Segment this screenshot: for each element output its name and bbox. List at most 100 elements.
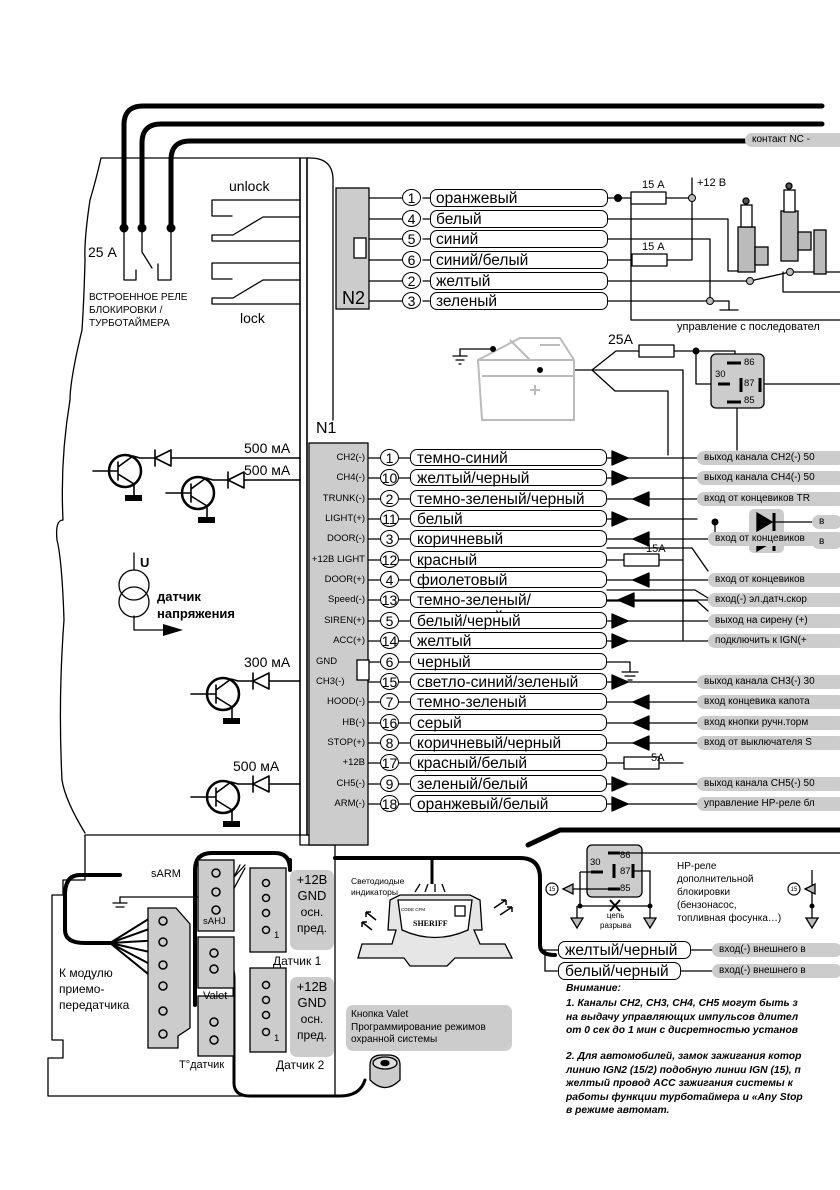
n1-diagonal-leads: [606, 547, 709, 612]
n1-signal-label: TRUNK(-): [322, 493, 365, 504]
n2-fuse1-label: 15 А: [642, 179, 665, 191]
sensor1-pin: GND: [297, 888, 327, 903]
n1-destination-label: вход от концевиков: [708, 573, 840, 587]
output-arrow-icon: [611, 776, 629, 792]
n1-pin: 15: [380, 673, 399, 690]
n1-pin: 8: [380, 734, 399, 751]
n1-signal-label: STOP(+): [327, 737, 365, 748]
break-circuit-label-line: разрыва: [600, 921, 632, 930]
note-2-line: работы функции турботаймера и «Any Stop: [566, 1091, 803, 1103]
sensor1-pin: пред.: [297, 921, 327, 935]
builtin-relay-title-line: БЛОКИРОВКИ /: [89, 305, 163, 316]
input-arrow-icon: [632, 572, 650, 588]
n2-wire-color: оранжевый: [430, 189, 608, 207]
n1-pin: 3: [380, 530, 399, 547]
n1-pin: 17: [380, 754, 399, 771]
n1-wire-color: темно-синий: [410, 449, 607, 467]
valet-button-note-line: Программирование режимов: [351, 1021, 486, 1033]
n1-signal-label: CH3(-): [316, 676, 345, 687]
hp-relay-description-line: (бензонасос,: [677, 900, 737, 911]
n1-wire-color: черный: [410, 653, 607, 671]
n1-signal-label: SIREN(+): [324, 615, 365, 626]
diode-icon: [154, 449, 172, 467]
note-1-line: на выдачу управляющих импульсов длител: [566, 1011, 799, 1023]
n2-wire-color: зеленый: [430, 292, 608, 310]
unit-outline: [55, 157, 311, 834]
note-1-line: от 0 сек до 1 мин с дисретностью установ: [566, 1025, 798, 1036]
sensor2-pin: +12В: [296, 979, 328, 994]
sensor2-pin: осн.: [300, 1012, 324, 1026]
n1-signal-label: DOOR(-): [327, 533, 365, 544]
valet-button-note: Кнопка Valet Программирование режимов ох…: [346, 1005, 512, 1051]
n1-pin: 9: [380, 775, 399, 792]
ext-wire-2-dest: вход(-) внешнего в: [712, 964, 840, 978]
n2-pin: 1: [402, 189, 421, 206]
diode-icon: [227, 471, 245, 489]
note-1-line: 1. Каналы CH2, CH3, CH4, CH5 могут быть …: [566, 998, 798, 1009]
input-arrow-icon: [632, 715, 650, 731]
break-circuit-label-line: цепь: [606, 911, 625, 920]
n1-signal-label: CH4(-): [336, 472, 366, 483]
builtin-relay-title: ВСТРОЕННОЕ РЕЛЕ БЛОКИРОВКИ / ТУРБОТАЙМЕР…: [89, 291, 187, 330]
n1-pin: 16: [380, 714, 399, 731]
n1-pin: 5: [380, 612, 399, 629]
n1-pin: 7: [380, 693, 399, 710]
output-arrow-icon: [611, 450, 629, 466]
lock-label: lock: [240, 310, 265, 326]
n1-wire-color: белый/черный: [410, 612, 607, 630]
n1-wire-color: желтый: [410, 632, 607, 650]
n1-wire-color: зеленый/белый: [410, 775, 607, 793]
valet-connector-label: Valet: [203, 990, 228, 1002]
n2-wire-color: белый: [430, 210, 608, 228]
n1-destination-label: вход(-) эл.датч.скор: [708, 593, 840, 607]
n1-signal-label: GND: [316, 656, 338, 667]
relay-pin-30: 30: [715, 369, 726, 380]
n1-destination-label: вход от концевиков TR: [697, 492, 840, 506]
sensor1-pin: +12В: [296, 872, 328, 887]
ground-icon: [606, 661, 639, 681]
note-2: 2. Для автомобилей, замок зажигания кото…: [566, 1050, 803, 1118]
transistor-current-3: 300 мА: [244, 654, 291, 670]
sensor2-pin1-mark: 1: [274, 1033, 280, 1044]
n2-wire-color: синий/белый: [430, 251, 608, 269]
led-indicators-label-line: Светодиодые: [351, 876, 405, 886]
output-arrow-icon: [611, 633, 629, 649]
n1-destination-label: выход на сирену (+): [708, 614, 840, 628]
n2-pin: 4: [402, 210, 421, 227]
hp-relay-description-line: дополнительной: [677, 874, 754, 885]
light-fuse-label: 15А: [646, 543, 666, 555]
note-2-line: желтый провод ACC зажигания системы к: [566, 1078, 793, 1089]
n1-wire-color: фиолетовый: [410, 571, 607, 589]
input-arrow-icon: [632, 531, 650, 547]
hp-relay-pin-87: 87: [620, 866, 631, 877]
contact-nc-pill: контакт NC -: [745, 133, 840, 147]
valet-button-note-line: Кнопка Valet: [351, 1009, 409, 1020]
relay-pin-86: 86: [744, 357, 755, 368]
n2-pin: 2: [402, 272, 421, 289]
output-arrow-icon: [611, 511, 629, 527]
fuse-icon: [623, 756, 660, 770]
light-output-pill-2: в: [812, 535, 840, 549]
ext-wire-lines: [540, 949, 712, 972]
ground-icon: [223, 718, 240, 724]
sahj-label: sAHJ: [203, 916, 226, 927]
n1-signal-label: HB(-): [342, 717, 365, 728]
n1-pin: 11: [380, 510, 399, 527]
n2-wire-color: желтый: [430, 272, 608, 290]
battery-fuse-label: 25А: [608, 331, 633, 347]
n1-signal-label: DOOR(+): [324, 574, 365, 585]
n1-label: N1: [316, 420, 337, 437]
n1-destination-label: подключить к IGN(+: [708, 634, 840, 648]
input-arrow-icon: [632, 491, 650, 507]
builtin-relay-title-line: ВСТРОЕННОЕ РЕЛЕ: [89, 292, 188, 303]
sensor1-title: Датчик 1: [273, 954, 322, 968]
n1-connector-block: [308, 442, 369, 846]
sensor1-pin-legend: +12В GND осн. пред.: [290, 870, 334, 950]
n1-pin: 12: [380, 551, 399, 568]
ground-icon: [198, 517, 215, 523]
voltage-sensor-label-line: напряжения: [157, 606, 235, 621]
cable-1: [121, 103, 825, 231]
n1-signal-label: +12B: [342, 757, 365, 768]
output-arrow-icon: [611, 674, 629, 690]
